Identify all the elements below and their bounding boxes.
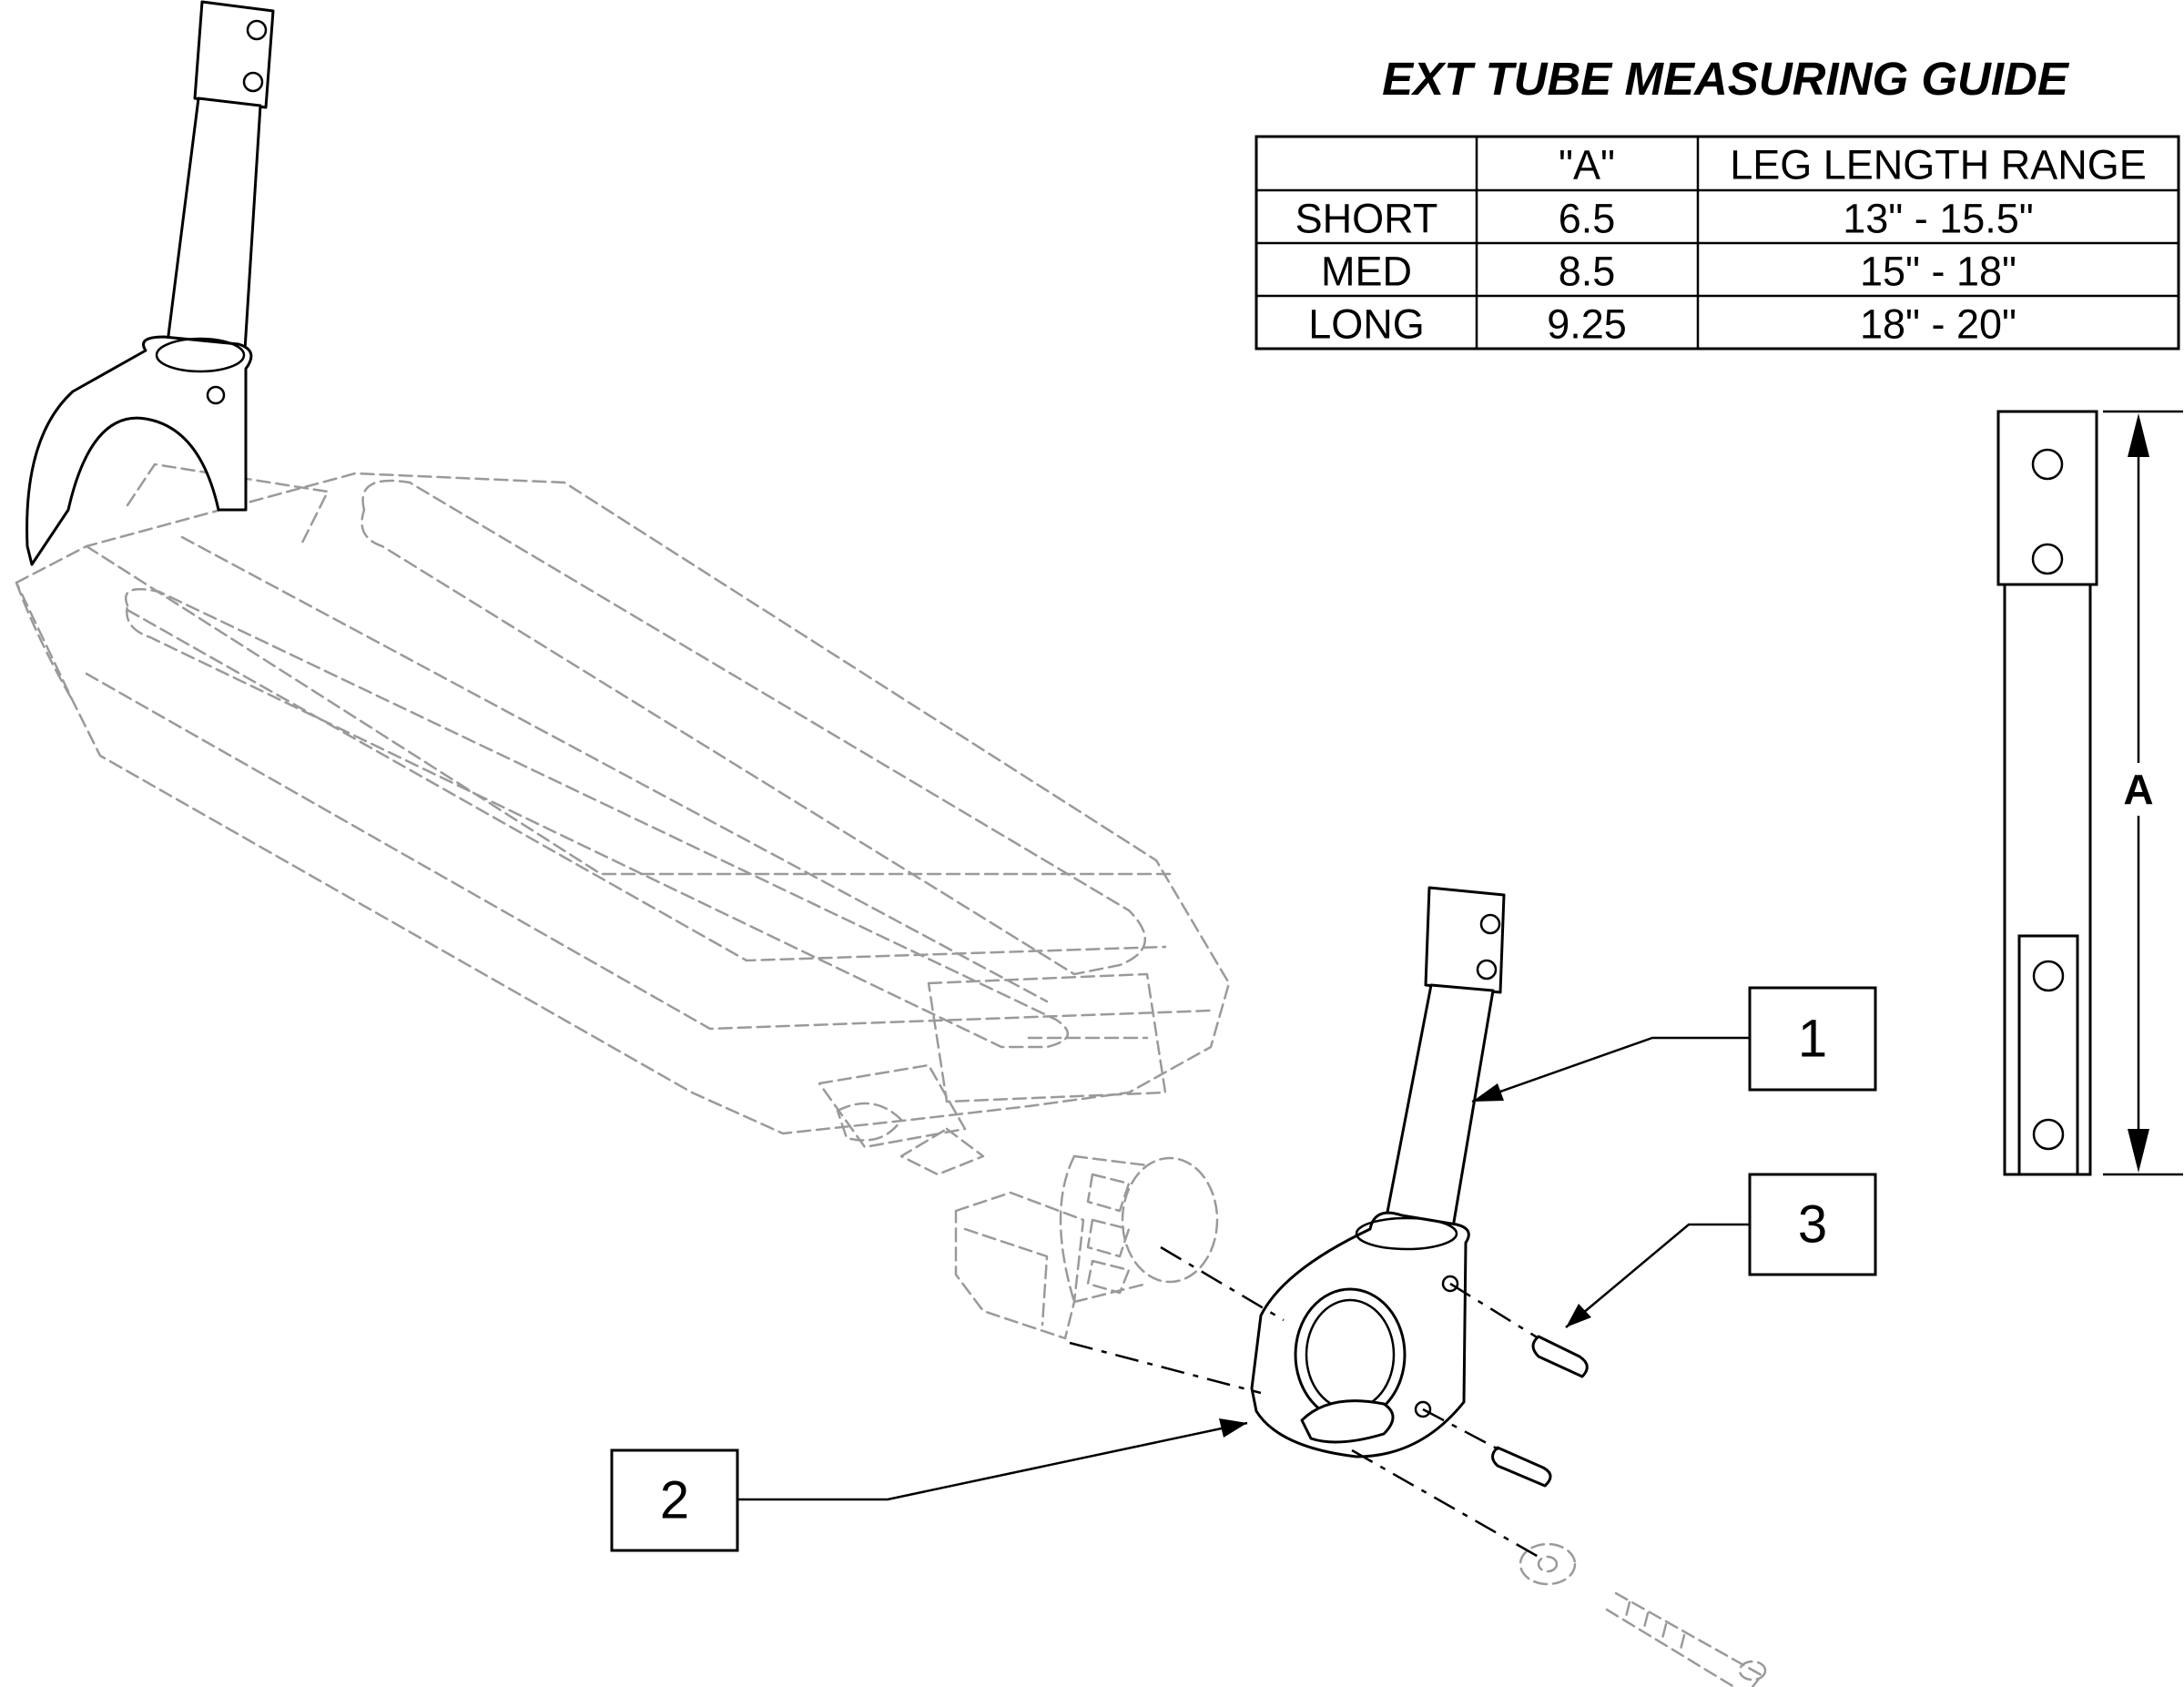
header-a: "A" [1559, 142, 1615, 188]
tube-measurement-view: A [1996, 410, 2183, 1176]
callout-3-label: 3 [1798, 1195, 1827, 1255]
row-long-range: 18" - 20" [1860, 301, 2016, 348]
washer-bolt-ghost [1519, 1542, 1767, 1687]
measuring-guide: EXT TUBE MEASURING GUIDE "A" LEG LENGTH … [1255, 53, 2180, 351]
row-long-a: 9.25 [1547, 301, 1627, 348]
row-med-a: 8.5 [1559, 249, 1616, 295]
pins-part [1491, 1335, 1589, 1488]
row-med-range: 15" - 18" [1860, 249, 2016, 295]
mount-block-part [1250, 1211, 1470, 1458]
foot-clamp-ghost [954, 1154, 1219, 1340]
header-leg-length-range: LEG LENGTH RANGE [1730, 142, 2147, 188]
callout-2: 2 [610, 1418, 1248, 1552]
assembly-lines [1069, 1245, 1539, 1559]
row-long-label: LONG [1308, 301, 1425, 348]
row-med-label: MED [1321, 249, 1412, 295]
footplate-ghost [15, 462, 1231, 1176]
callout-2-label: 2 [660, 1471, 689, 1530]
callout-1-label: 1 [1798, 1010, 1827, 1069]
row-short-label: SHORT [1295, 196, 1438, 242]
row-short-range: 13" - 15.5" [1843, 196, 2034, 242]
upper-tube-assembly [25, 0, 275, 566]
guide-title: EXT TUBE MEASURING GUIDE [1382, 53, 2070, 105]
callout-1: 1 [1471, 986, 1877, 1103]
callout-3: 3 [1565, 1173, 1877, 1328]
row-short-a: 6.5 [1559, 196, 1616, 242]
ext-tube-part [1382, 886, 1506, 1240]
dimension-a-label: A [2123, 766, 2153, 813]
